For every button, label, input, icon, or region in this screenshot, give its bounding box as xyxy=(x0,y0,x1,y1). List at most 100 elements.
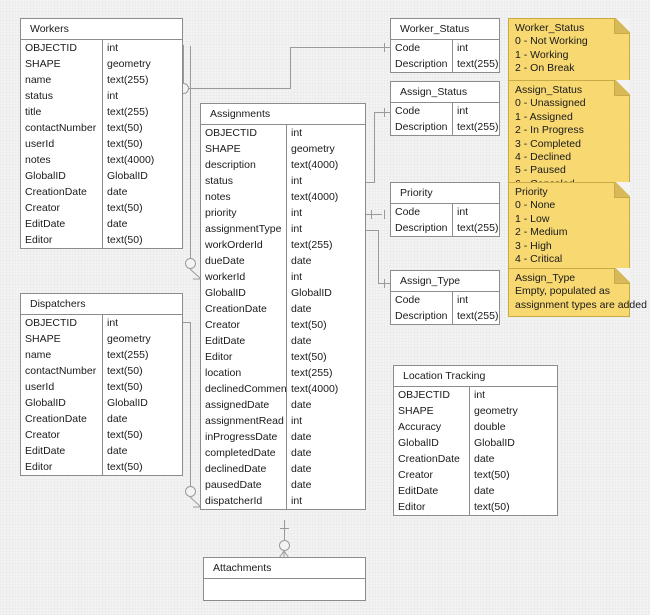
field-type: text(4000) xyxy=(291,383,339,395)
field-name: Code xyxy=(391,40,453,56)
field-type: text(50) xyxy=(291,351,327,363)
field-type: date xyxy=(291,399,312,411)
field-type: int xyxy=(107,317,119,329)
field-name: OBJECTID xyxy=(21,40,103,56)
field-type: int xyxy=(291,175,303,187)
field-type: text(255) xyxy=(457,222,499,234)
field-name: SHAPE xyxy=(394,403,470,419)
connector-assign-type-vertical xyxy=(378,230,379,283)
entity-field-row: Editor text(50) xyxy=(201,349,365,365)
field-name: workOrderId xyxy=(201,237,287,253)
entity-attachments[interactable]: Attachments xyxy=(203,557,366,601)
field-name: assignmentRead xyxy=(201,413,287,429)
field-name: description xyxy=(201,157,287,173)
field-type: date xyxy=(291,479,312,491)
connector-workers-status-top xyxy=(290,47,390,48)
field-name: location xyxy=(201,365,287,381)
field-name: dueDate xyxy=(201,253,287,269)
field-name: completedDate xyxy=(201,445,287,461)
entity-title: Location Tracking xyxy=(394,366,557,387)
field-name: CreationDate xyxy=(201,301,287,317)
field-name: EditDate xyxy=(201,333,287,349)
field-type: date xyxy=(291,303,312,315)
entity-field-row: userId text(50) xyxy=(21,379,182,395)
field-type: text(255) xyxy=(107,349,149,361)
field-name: Creator xyxy=(201,317,287,333)
field-name: Editor xyxy=(201,349,287,365)
field-type: date xyxy=(107,445,128,457)
field-name: contactNumber xyxy=(21,363,103,379)
field-name: GlobalID xyxy=(21,395,103,411)
entity-title: Attachments xyxy=(204,558,365,579)
entity-field-row: workOrderId text(255) xyxy=(201,237,365,253)
field-type: text(50) xyxy=(107,381,143,393)
field-name: Description xyxy=(391,56,453,72)
field-name: declinedDate xyxy=(201,461,287,477)
field-type: int xyxy=(291,127,303,139)
field-name: GlobalID xyxy=(201,285,287,301)
field-type: int xyxy=(457,206,469,218)
field-type: date xyxy=(474,485,495,497)
connector-assign-status-vertical xyxy=(374,112,375,183)
field-name: notes xyxy=(201,189,287,205)
connector-priority-stub xyxy=(366,214,382,215)
field-type: text(4000) xyxy=(291,159,339,171)
field-name: EditDate xyxy=(21,216,103,232)
connector-dispatchers-assignments-vertical xyxy=(190,322,191,486)
entity-title: Assign_Status xyxy=(391,82,499,103)
field-name: Creator xyxy=(394,467,470,483)
connector-assign-status-stub xyxy=(366,182,374,183)
field-type: date xyxy=(291,255,312,267)
field-name: userId xyxy=(21,136,103,152)
relation-tick-priority xyxy=(384,210,385,219)
field-name: Creator xyxy=(21,427,103,443)
field-type: date xyxy=(291,335,312,347)
field-type: int xyxy=(107,42,119,54)
field-name: EditDate xyxy=(21,443,103,459)
field-name: userId xyxy=(21,379,103,395)
field-type: text(255) xyxy=(291,239,333,251)
relation-tick-assign-type xyxy=(384,279,385,288)
field-type: int xyxy=(457,42,469,54)
connector-assign-status-top xyxy=(374,112,390,113)
field-name: Description xyxy=(391,220,453,236)
connector-assign-type-stub xyxy=(366,230,378,231)
entity-title: Dispatchers xyxy=(21,294,182,315)
relation-optional-marker-dispatcherid xyxy=(185,486,196,497)
field-type: text(50) xyxy=(291,319,327,331)
relation-tick-attachments xyxy=(280,528,289,529)
field-type: geometry xyxy=(107,333,151,345)
field-name: CreationDate xyxy=(394,451,470,467)
field-type: int xyxy=(291,415,303,427)
